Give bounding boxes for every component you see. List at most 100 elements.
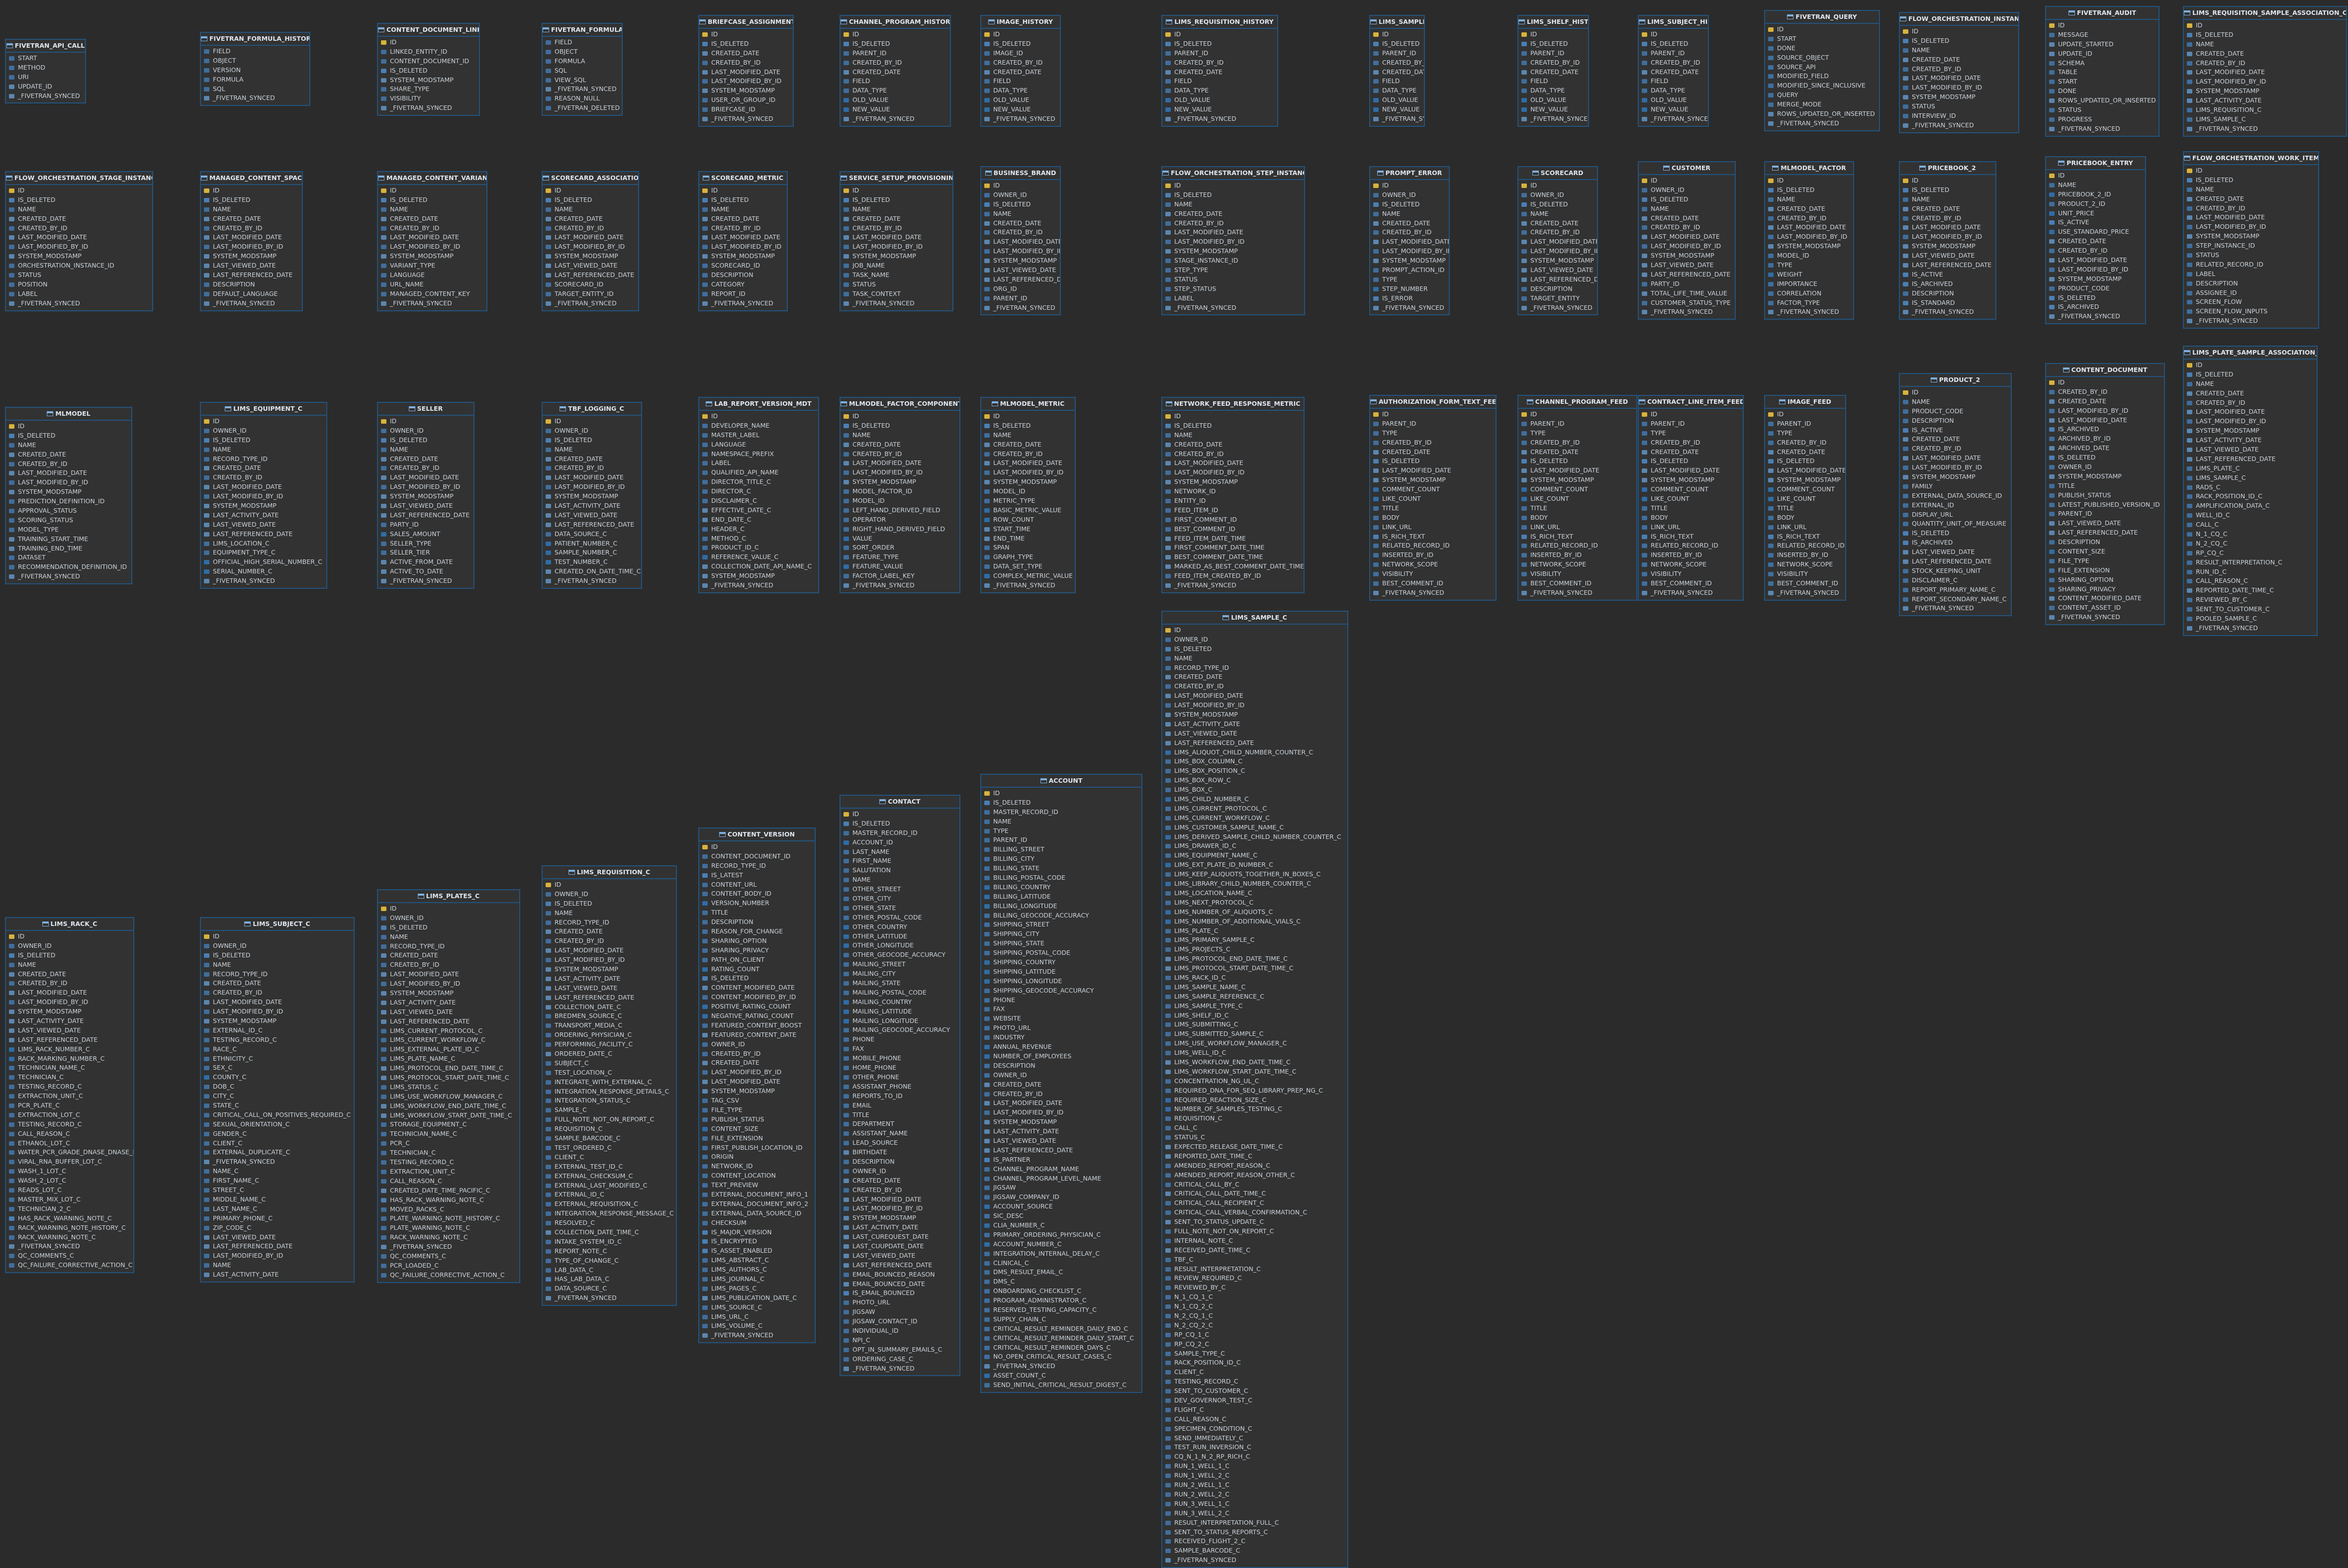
column-row[interactable]: PARENT_ID [1370, 419, 1496, 429]
column-row[interactable]: HEADER_C [699, 525, 818, 534]
column-row[interactable]: LIMS_LIBRARY_CHILD_NUMBER_COUNTER_C [1162, 879, 1347, 889]
column-row[interactable]: CREATED_DATE [1162, 209, 1304, 219]
column-row[interactable]: ID [1765, 176, 1853, 185]
column-row[interactable]: IS_DELETED [1765, 457, 1845, 466]
column-row[interactable]: NAME [201, 205, 302, 214]
column-row[interactable]: RACK_POSITION_ID_C [2184, 492, 2317, 501]
column-row[interactable]: CREATED_DATE [841, 1176, 959, 1186]
column-row[interactable]: _FIVETRAN_SYNCED [1900, 604, 2011, 613]
column-row[interactable]: FULL_NOTE_NOT_ON_REPORT_C [543, 1115, 676, 1124]
column-row[interactable]: REFERENCE_VALUE_C [699, 553, 818, 562]
column-row[interactable]: SYSTEM_MODSTAMP [1162, 247, 1304, 256]
column-row[interactable]: CREATED_DATE [699, 49, 793, 58]
column-row[interactable]: LAST_MODIFIED_BY_ID [1162, 701, 1347, 710]
column-row[interactable]: STATUS [6, 271, 152, 280]
table-header[interactable]: ACCOUNT [981, 775, 1141, 788]
column-row[interactable]: CREATED_DATE [1518, 68, 1588, 77]
column-row[interactable]: _FIVETRAN_SYNCED [1765, 119, 1879, 128]
column-row[interactable]: ID [981, 789, 1141, 798]
column-row[interactable]: POSITIVE_RATING_COUNT [699, 1002, 815, 1012]
table-header[interactable]: LIMS_EQUIPMENT_C [201, 403, 326, 416]
column-row[interactable]: COMMENT_COUNT [1639, 485, 1743, 494]
column-row[interactable]: OLD_VALUE [1518, 95, 1588, 105]
column-row[interactable]: QUALIFIED_API_NAME [699, 468, 818, 477]
column-row[interactable]: ORDERING_PHYSICIAN_C [543, 1030, 676, 1040]
column-row[interactable]: VISIBILITY [1370, 569, 1496, 579]
column-row[interactable]: ID [1900, 176, 1995, 185]
column-row[interactable]: _FIVETRAN_SYNCED [1518, 303, 1597, 313]
column-row[interactable]: NETWORK_SCOPE [1639, 560, 1743, 569]
column-row[interactable]: LAST_MODIFIED_BY_ID [1900, 83, 2018, 92]
column-row[interactable]: RACK_POSITION_ID_C [1162, 1358, 1347, 1368]
column-row[interactable]: COMPLEX_METRIC_VALUE [981, 571, 1075, 581]
column-row[interactable]: N_2_CQ_2_C [1162, 1321, 1347, 1330]
column-row[interactable]: IS_DELETED [543, 436, 641, 445]
column-row[interactable]: RACK_WARNING_NOTE_C [378, 1233, 519, 1242]
column-row[interactable]: WEBSITE [981, 1014, 1141, 1023]
column-row[interactable]: ID [1162, 626, 1347, 635]
column-row[interactable]: TYPE [1370, 429, 1496, 438]
column-row[interactable]: MANAGED_CONTENT_KEY [378, 289, 486, 299]
column-row[interactable]: SHARING_OPTION [699, 936, 815, 946]
column-row[interactable]: RIGHT_HAND_DERIVED_FIELD [841, 525, 959, 534]
column-row[interactable]: PHONE [981, 996, 1141, 1005]
column-row[interactable]: FEED_ITEM_ID [1162, 506, 1304, 515]
column-row[interactable]: IS_DELETED [1639, 195, 1735, 204]
column-row[interactable]: LAST_NAME [841, 847, 959, 857]
column-row[interactable]: CREATED_BY_ID [841, 224, 952, 233]
column-row[interactable]: COLLECTION_DATE_C [543, 1003, 676, 1012]
column-row[interactable]: CHECKSUM [699, 1218, 815, 1228]
column-row[interactable]: _FIVETRAN_SYNCED [1518, 588, 1636, 598]
table-header[interactable]: CONTENT_DOCUMENT [2046, 364, 2164, 377]
column-row[interactable]: REVIEW_REQUIRED_C [1162, 1274, 1347, 1283]
column-row[interactable]: MASTER_LABEL [699, 431, 818, 440]
column-row[interactable]: IS_DELETED [2184, 370, 2317, 379]
column-row[interactable]: REPORTS_TO_ID [841, 1092, 959, 1101]
column-row[interactable]: INTEGRATION_RESPONSE_MESSAGE_C [543, 1209, 676, 1218]
column-row[interactable]: LAST_MODIFIED_DATE [201, 998, 354, 1007]
column-row[interactable]: NETWORK_ID [699, 1162, 815, 1171]
column-row[interactable]: CLIENT_C [201, 1139, 354, 1148]
column-row[interactable]: MAILING_CITY [841, 969, 959, 979]
column-row[interactable]: LAST_ACTIVITY_DATE [2184, 96, 2346, 105]
column-row[interactable]: OWNER_ID [1639, 185, 1735, 195]
column-row[interactable]: PCR_LOADED_C [378, 1261, 519, 1271]
column-row[interactable]: TITLE [1765, 504, 1845, 513]
column-row[interactable]: LIMS_PLATE_C [2184, 464, 2317, 473]
column-row[interactable]: LAST_MODIFIED_BY_ID [6, 242, 152, 252]
column-row[interactable]: BILLING_CITY [981, 854, 1141, 864]
column-row[interactable]: CREATED_DATE [543, 214, 638, 224]
column-row[interactable]: MAILING_LONGITUDE [841, 1016, 959, 1026]
column-row[interactable]: EXTERNAL_ID_C [201, 1026, 354, 1035]
column-row[interactable]: LIMS_SHELF_ID_C [1162, 1011, 1347, 1020]
column-row[interactable]: LIKE_COUNT [1765, 494, 1845, 504]
column-row[interactable]: CALL_REASON_C [2184, 576, 2317, 586]
column-row[interactable]: LINK_URL [1518, 523, 1636, 532]
column-row[interactable]: TARGET_ENTITY [1518, 294, 1597, 303]
column-row[interactable]: TESTING_RECORD_C [1162, 1377, 1347, 1386]
column-row[interactable]: IS_ARCHIVED [1900, 538, 2011, 548]
column-row[interactable]: FEED_ITEM_CREATED_BY_ID [1162, 571, 1304, 581]
column-row[interactable]: CREATED_ON_DATE_TIME_C [543, 567, 641, 576]
column-row[interactable]: LAST_VIEWED_DATE [378, 1008, 519, 1017]
column-row[interactable]: SYSTEM_MODSTAMP [841, 1213, 959, 1223]
column-row[interactable]: LAST_CUUPDATE_DATE [841, 1242, 959, 1251]
column-row[interactable]: REPORT_SECONDARY_NAME_C [1900, 595, 2011, 604]
column-row[interactable]: STREET_C [201, 1186, 354, 1195]
column-row[interactable]: LIMS_SUBMITTING_C [1162, 1020, 1347, 1029]
column-row[interactable]: NAME [543, 205, 638, 214]
column-row[interactable]: DISCLAIMER_C [699, 496, 818, 506]
column-row[interactable]: LAST_MODIFIED_BY_ID [1765, 232, 1853, 242]
column-row[interactable]: CREATED_BY_ID [2184, 204, 2318, 213]
column-row[interactable]: SALUTATION [841, 866, 959, 875]
column-row[interactable]: BODY [1765, 513, 1845, 523]
column-row[interactable]: COLLECTION_DATE_API_NAME_C [699, 562, 818, 571]
column-row[interactable]: WEIGHT [1765, 270, 1853, 279]
column-row[interactable]: CREATED_BY_ID [1900, 214, 1995, 223]
column-row[interactable]: FILE_TYPE [2046, 556, 2164, 566]
column-row[interactable]: SYSTEM_MODSTAMP [6, 487, 131, 497]
